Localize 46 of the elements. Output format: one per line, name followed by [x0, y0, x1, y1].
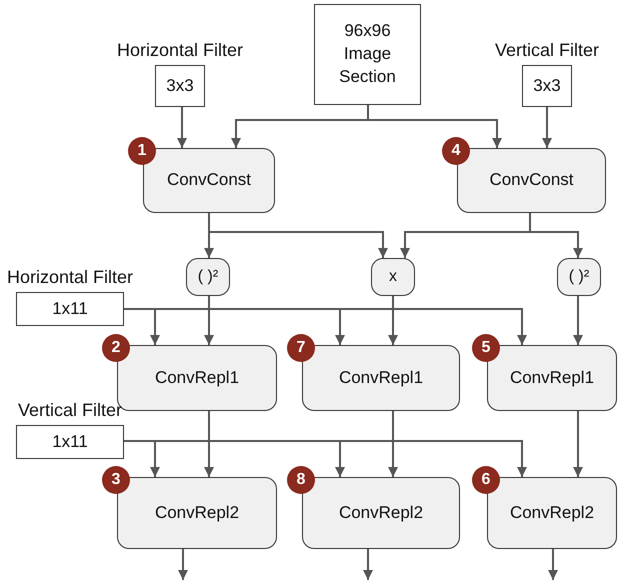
- step-number-badge: 7: [287, 334, 315, 362]
- step-number-badge: 8: [287, 466, 315, 494]
- arrow: [204, 411, 214, 477]
- box-label: ConvRepl2: [338, 502, 424, 524]
- box-label: 96x96 Image Section: [338, 20, 397, 88]
- box-heading: Horizontal Filter: [116, 38, 244, 62]
- box-label: ConvRepl1: [154, 366, 240, 389]
- box-heading: Vertical Filter: [494, 38, 600, 62]
- box-label: ConvConst: [166, 169, 252, 192]
- step-number-badge: 3: [102, 466, 130, 494]
- input-box: [314, 4, 421, 105]
- box-label: ( )²: [568, 267, 590, 288]
- box-label: 3x3: [165, 74, 195, 97]
- box-label: ConvConst: [488, 169, 575, 192]
- operator-box: [371, 258, 415, 296]
- box-label: 1x11: [51, 298, 89, 320]
- operator-box: [186, 258, 230, 296]
- box-label: 1x11: [51, 430, 89, 453]
- arrow: [367, 105, 502, 148]
- box-label: ( )²: [196, 267, 220, 288]
- arrow: [388, 411, 398, 477]
- box-label: ConvRepl2: [508, 502, 596, 524]
- step-number-badge: 4: [442, 137, 470, 165]
- arrow: [178, 549, 188, 580]
- arrow: [548, 549, 558, 580]
- arrow: [208, 213, 388, 258]
- arrow: [573, 411, 583, 477]
- step-number-badge: 5: [472, 334, 500, 362]
- box-label: 3x3: [532, 74, 562, 97]
- box-label: ConvRepl1: [338, 366, 424, 389]
- arrow: [204, 296, 214, 345]
- step-number-badge: 1: [128, 137, 156, 165]
- arrow: [573, 296, 583, 345]
- arrow: [529, 213, 583, 258]
- arrow: [388, 296, 398, 345]
- box-heading: Vertical Filter: [16, 398, 124, 422]
- step-number-badge: 2: [102, 334, 130, 362]
- box-label: ConvRepl2: [154, 502, 240, 524]
- operator-box: [557, 258, 601, 296]
- arrow: [542, 107, 552, 148]
- box-label: x: [388, 267, 398, 288]
- arrow: [363, 549, 373, 580]
- arrow: [177, 107, 187, 148]
- box-label: ConvRepl1: [508, 366, 596, 389]
- step-number-badge: 6: [472, 466, 500, 494]
- box-heading: Horizontal Filter: [6, 266, 134, 289]
